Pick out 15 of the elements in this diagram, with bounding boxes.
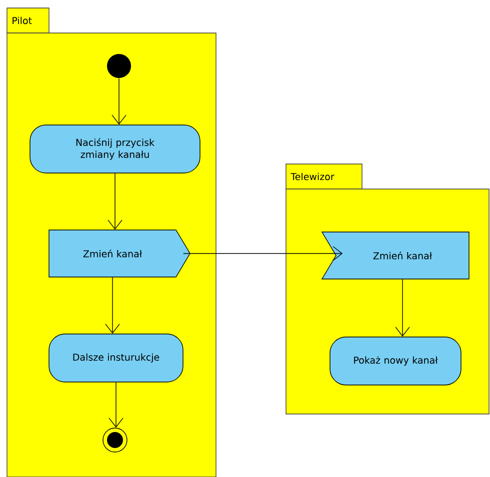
final-node xyxy=(102,428,128,452)
node-label: Telewizor xyxy=(290,172,334,180)
send-signal-box: Zmień kanał xyxy=(48,230,190,278)
arrow xyxy=(108,173,122,230)
action-box: Naciśnij przycisk zmiany kanału xyxy=(30,124,200,174)
arrow xyxy=(105,277,120,334)
initial-node xyxy=(107,54,131,78)
node-label: Pilot xyxy=(12,16,32,24)
arrow xyxy=(183,246,343,261)
action-box: Pokaż nowy kanał xyxy=(330,336,462,386)
arrow xyxy=(112,78,126,125)
action-box: Dalsze insturukcje xyxy=(48,334,184,382)
arrow xyxy=(108,382,124,428)
accept-signal-box: Zmień kanał xyxy=(321,232,470,280)
arrow xyxy=(395,279,410,337)
